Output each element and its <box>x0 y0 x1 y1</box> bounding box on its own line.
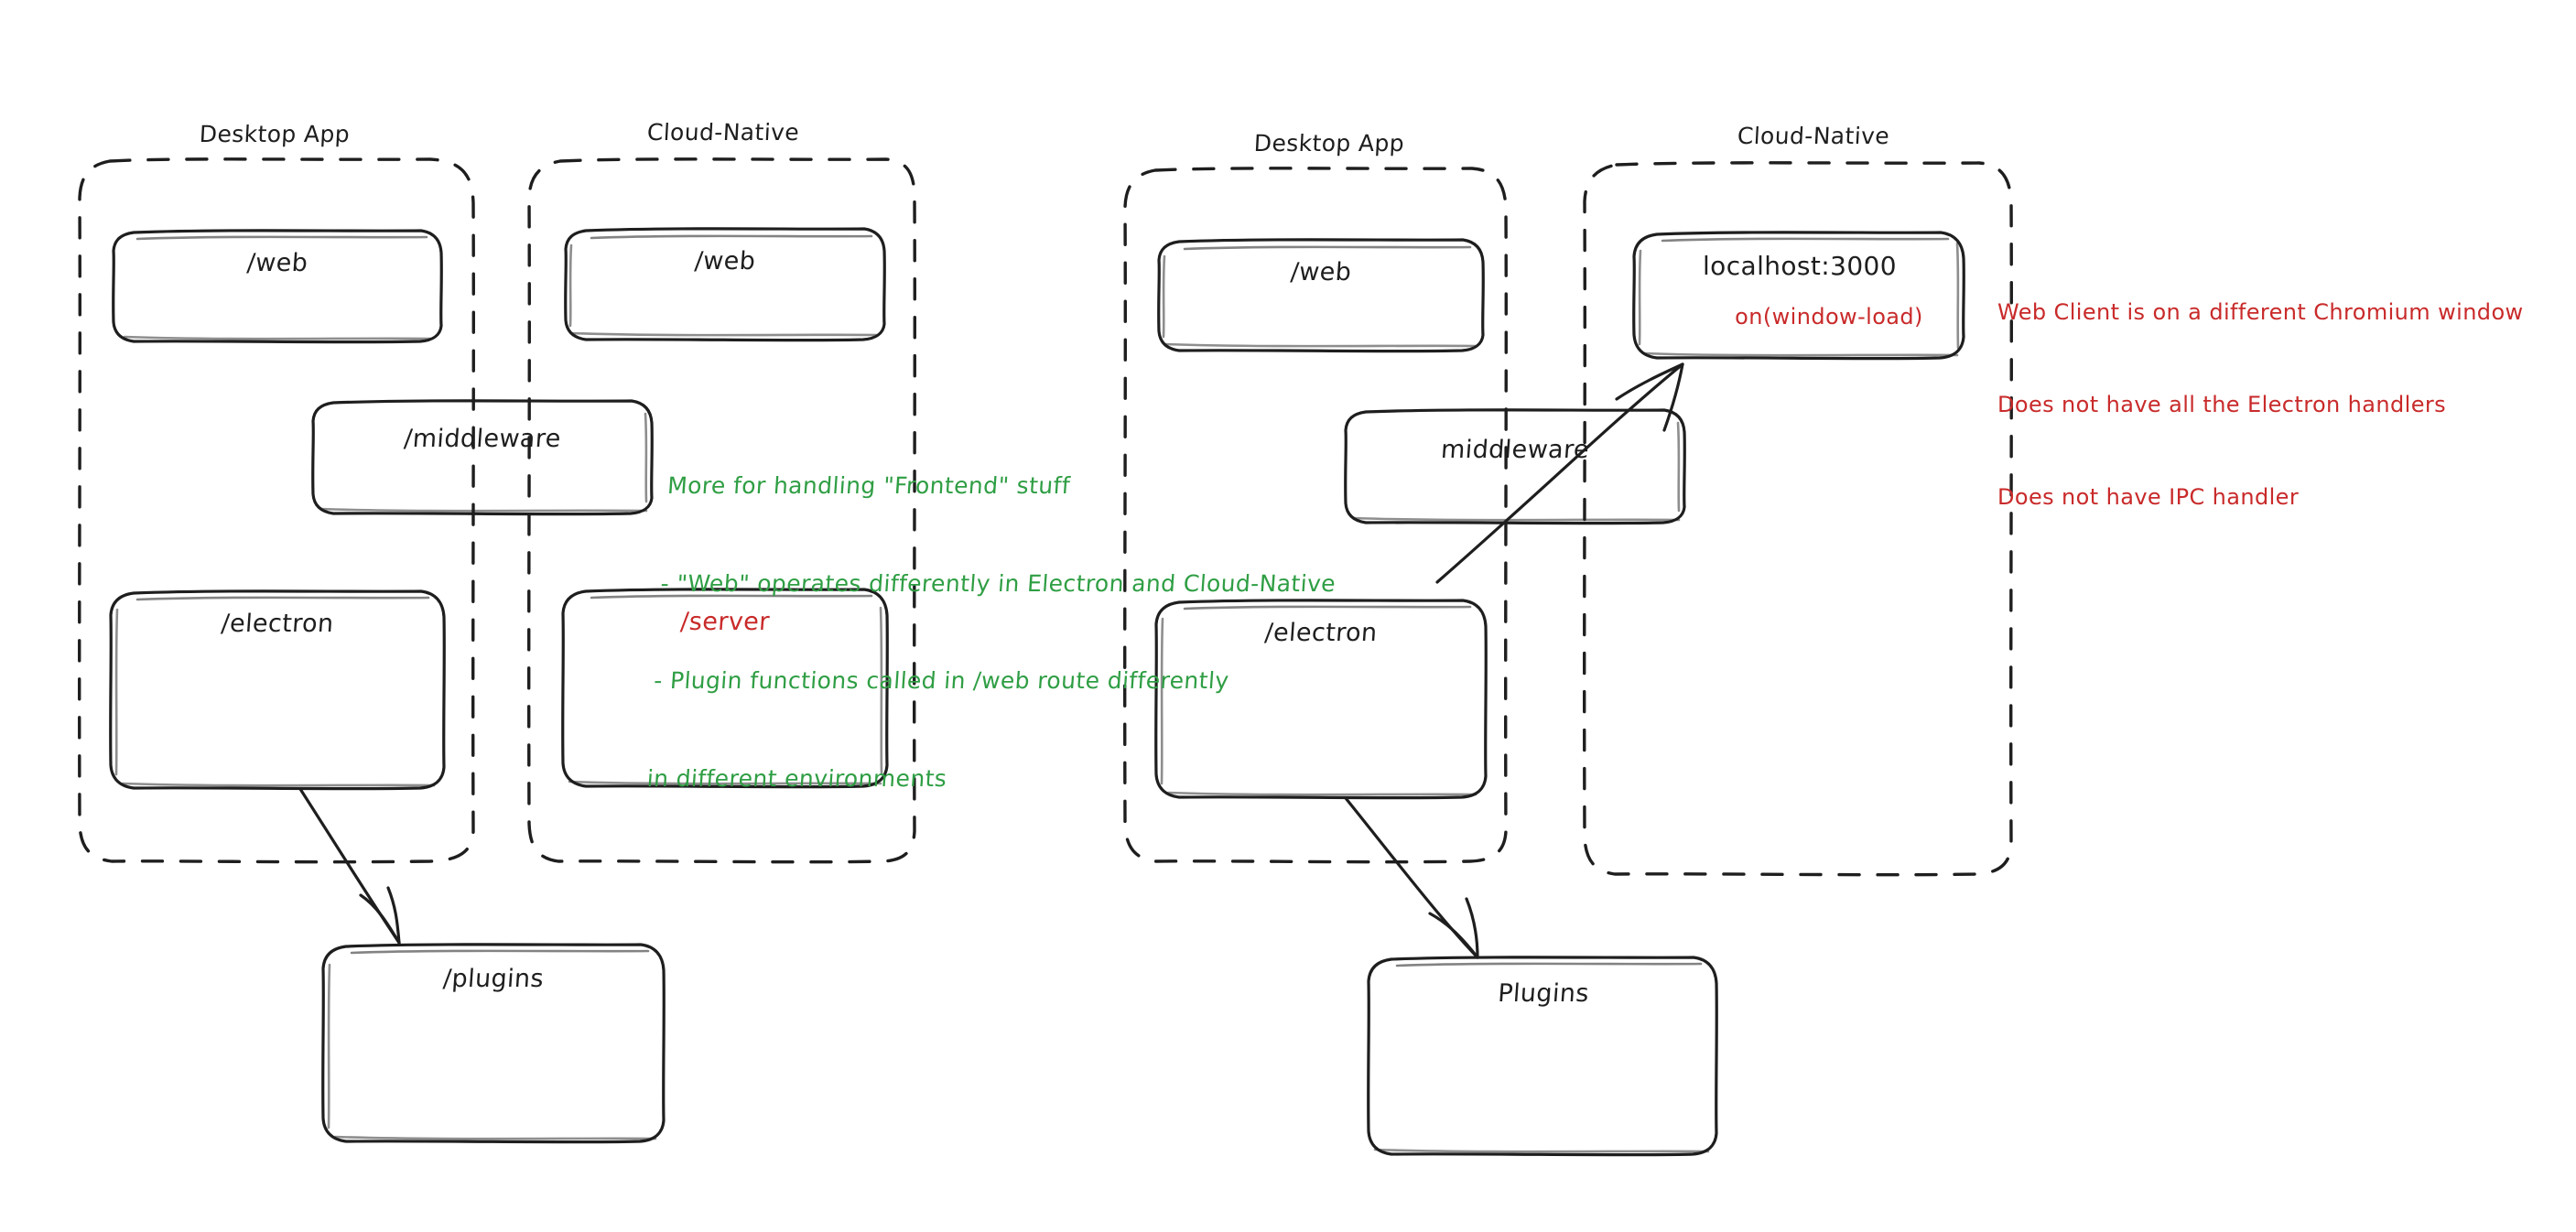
right-localhost-shape <box>1632 231 1965 361</box>
web-client-note-line-2: Does not have all the Electron handlers <box>1997 391 2447 417</box>
left-cloud-native-title: Cloud-Native <box>646 119 800 146</box>
right-desktop-app-title: Desktop App <box>1253 130 1405 157</box>
left-desktop-web-label: /web <box>245 249 309 277</box>
right-cloud-native-title: Cloud-Native <box>1737 123 1890 149</box>
right-middleware-shape <box>1344 408 1686 525</box>
left-electron-label: /electron <box>220 610 335 638</box>
right-localhost-label: localhost:3000 <box>1703 251 1897 281</box>
right-plugins-label: Plugins <box>1497 979 1590 1008</box>
right-middleware-label: middleware <box>1439 436 1591 464</box>
right-electron-to-localhost-arrow <box>1435 362 1684 584</box>
frontend-note-line-3: - Plugin functions called in /web route … <box>653 667 1230 694</box>
web-client-note: Web Client is on a different Chromium wi… <box>1997 236 2524 575</box>
right-localhost-sublabel: on(window-load) <box>1735 304 1923 330</box>
left-electron-shape <box>109 589 446 791</box>
left-desktop-app-title: Desktop App <box>199 121 351 147</box>
right-desktop-app-frame <box>1123 167 1508 864</box>
left-cloud-web-shape <box>564 227 886 342</box>
left-server-shape <box>561 588 889 789</box>
web-client-note-line-1: Web Client is on a different Chromium wi… <box>1997 299 2524 326</box>
frontend-note-line-4: in different environments <box>645 764 948 792</box>
left-desktop-web-shape <box>112 229 443 344</box>
right-desktop-web-label: /web <box>1289 258 1353 286</box>
left-cloud-web-label: /web <box>693 247 757 276</box>
right-plugins-shape <box>1367 956 1718 1157</box>
left-plugins-label: /plugins <box>442 965 546 993</box>
web-client-note-line-3: Does not have IPC handler <box>1997 483 2300 510</box>
left-middleware-label: /middleware <box>403 425 562 453</box>
left-plugins-shape <box>321 943 666 1144</box>
left-desktop-app-frame <box>78 157 475 864</box>
left-middleware-shape <box>311 399 654 516</box>
right-electron-label: /electron <box>1263 619 1379 647</box>
left-electron-to-plugins-arrow <box>298 787 401 945</box>
right-desktop-web-shape <box>1157 238 1485 353</box>
right-electron-shape <box>1154 599 1488 800</box>
frontend-note-line-2: - "Web" operates differently in Electron… <box>659 569 1337 597</box>
frontend-note-line-1: More for handling "Frontend" stuff <box>666 472 1072 499</box>
left-cloud-native-frame <box>527 157 916 864</box>
right-cloud-native-frame <box>1583 161 2013 877</box>
right-electron-to-plugins-arrow <box>1344 796 1479 959</box>
